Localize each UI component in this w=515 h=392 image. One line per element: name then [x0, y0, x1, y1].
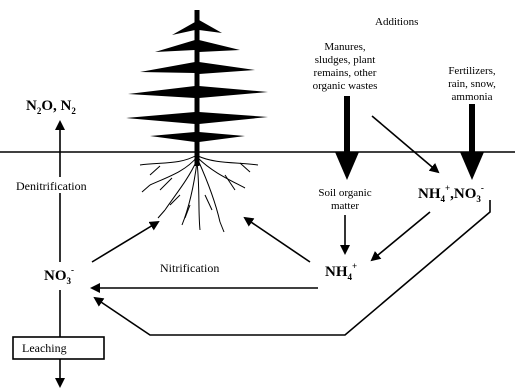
mineral-input-arrow — [460, 104, 484, 180]
nitrate-to-plant-arrow — [92, 222, 158, 262]
mineral-to-ammonium-arrow — [372, 212, 430, 260]
svg-text:Manures,: Manures, — [324, 41, 365, 53]
svg-text:rain, snow,: rain, snow, — [448, 78, 496, 90]
svg-text:Soil organic: Soil organic — [318, 187, 371, 199]
leaching-label: Leaching — [22, 341, 67, 355]
nitrification-label: Nitrification — [160, 261, 219, 275]
gas-loss-label: N2O, N2 — [26, 98, 76, 116]
svg-text:sludges, plant: sludges, plant — [315, 54, 376, 66]
plant-icon — [126, 10, 268, 232]
svg-text:matter: matter — [331, 200, 359, 212]
nitrate-label: NO3- — [44, 265, 74, 286]
svg-text:remains, other: remains, other — [314, 67, 377, 79]
ammonium-label: NH4+ — [325, 261, 357, 282]
denitrification-label: Denitrification — [16, 179, 87, 193]
organic-input-arrow — [335, 96, 359, 180]
svg-text:organic wastes: organic wastes — [313, 80, 378, 92]
additions-title: Additions — [375, 16, 418, 28]
organic-inputs-label: Manures, sludges, plant remains, other o… — [313, 41, 378, 92]
svg-text:ammonia: ammonia — [452, 91, 493, 103]
ammonium-to-plant-arrow — [245, 218, 310, 262]
mineral-inputs-label: Fertilizers, rain, snow, ammonia — [448, 65, 496, 103]
mineral-to-nitrate-arrow — [95, 200, 490, 335]
svg-text:Fertilizers,: Fertilizers, — [448, 65, 496, 77]
soil-organic-matter-label: Soil organic matter — [318, 187, 371, 212]
organic-to-mineral-arrow — [372, 116, 438, 172]
mineral-n-pool-label: NH4+,NO3- — [418, 183, 484, 204]
